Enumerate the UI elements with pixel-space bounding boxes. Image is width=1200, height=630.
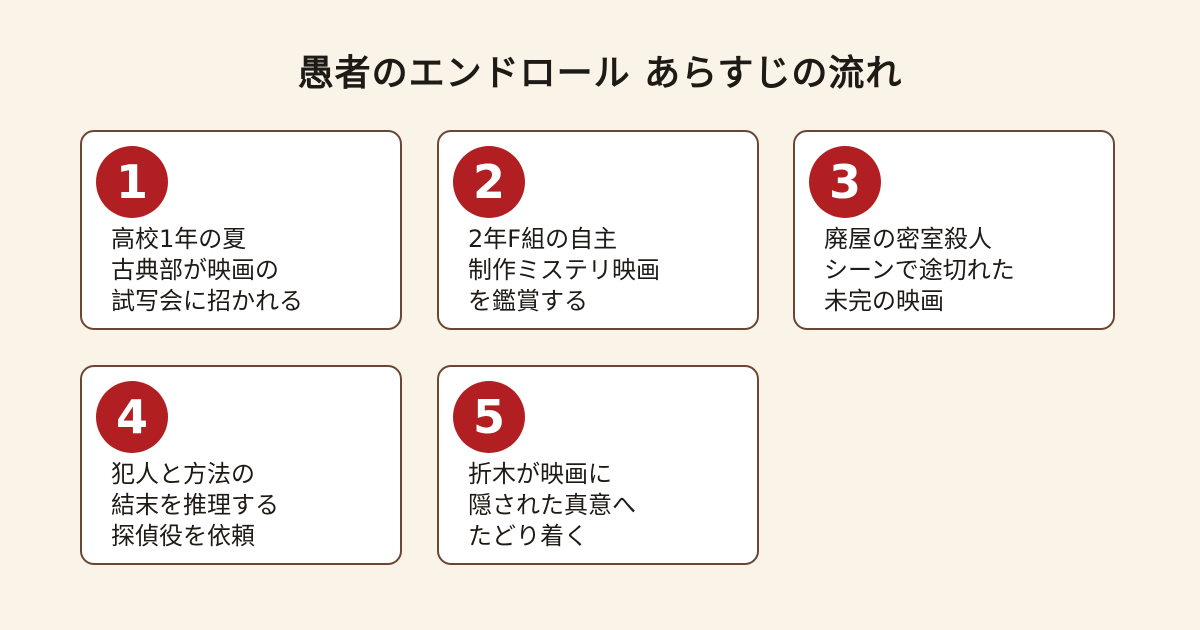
step-text-line: 古典部が映画の [111, 256, 279, 284]
page-title: 愚者のエンドロール あらすじの流れ [297, 53, 903, 94]
step-text-line: 結末を推理する [111, 491, 279, 519]
step-text-line: を鑑賞する [468, 287, 588, 315]
step-text-line: シーンで途切れた [824, 256, 1015, 284]
step-number-badge: 2 [453, 146, 525, 218]
step-number-badge: 3 [809, 146, 881, 218]
step-card-1: 1 高校1年の夏 古典部が映画の 試写会に招かれる [80, 130, 402, 330]
step-text-line: 廃屋の密室殺人 [824, 225, 992, 253]
step-number-badge: 4 [96, 381, 168, 453]
step-card-5: 5 折木が映画に 隠された真意へ たどり着く [437, 365, 759, 565]
step-card-4: 4 犯人と方法の 結末を推理する 探偵役を依頼 [80, 365, 402, 565]
step-description: 犯人と方法の 結末を推理する 探偵役を依頼 [111, 459, 279, 552]
step-text-line: 制作ミステリ映画 [468, 256, 660, 284]
step-text-line: 試写会に招かれる [111, 287, 303, 315]
step-number-badge: 1 [96, 146, 168, 218]
step-number-badge: 5 [453, 381, 525, 453]
step-text-line: 折木が映画に [468, 460, 612, 488]
step-text-line: 犯人と方法の [111, 460, 255, 488]
step-card-3: 3 廃屋の密室殺人 シーンで途切れた 未完の映画 [793, 130, 1115, 330]
step-text-line: 2年F組の自主 [468, 225, 618, 253]
step-text-line: 高校1年の夏 [111, 225, 247, 253]
step-text-line: たどり着く [468, 522, 588, 550]
step-text-line: 隠された真意へ [468, 491, 636, 519]
step-description: 2年F組の自主 制作ミステリ映画 を鑑賞する [468, 224, 660, 317]
step-description: 廃屋の密室殺人 シーンで途切れた 未完の映画 [824, 224, 1015, 317]
step-card-2: 2 2年F組の自主 制作ミステリ映画 を鑑賞する [437, 130, 759, 330]
step-description: 折木が映画に 隠された真意へ たどり着く [468, 459, 636, 552]
step-text-line: 未完の映画 [824, 287, 944, 315]
step-text-line: 探偵役を依頼 [111, 522, 255, 550]
step-description: 高校1年の夏 古典部が映画の 試写会に招かれる [111, 224, 303, 317]
